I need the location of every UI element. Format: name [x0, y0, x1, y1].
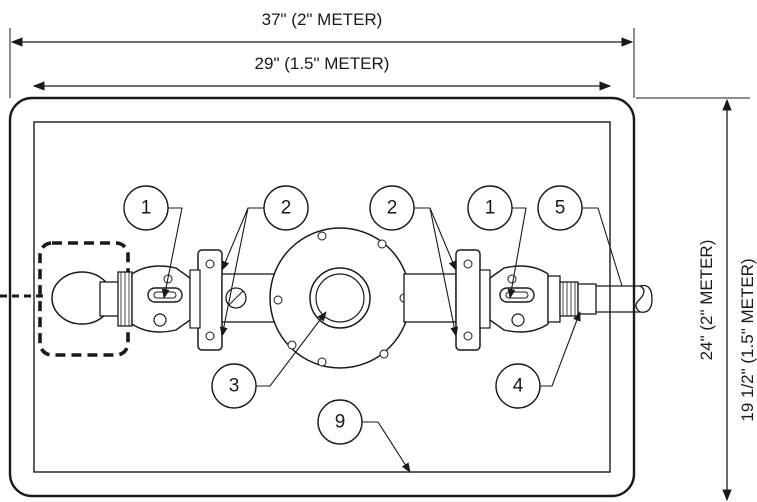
height-dimension-24: 24" (2" METER) 19 1/2" (1.5" METER): [636, 97, 757, 502]
callout-4: 4: [495, 363, 541, 409]
right-flange: [455, 249, 491, 351]
inner-height-label: 19 1/2" (1.5" METER): [738, 258, 757, 421]
pipe-assembly: [117, 227, 653, 369]
outlet-pipe: [596, 284, 653, 313]
right-valve: [489, 265, 549, 333]
left-flange: [189, 249, 223, 351]
callout-9-number: 9: [335, 412, 346, 433]
inlet-connection: [0, 241, 130, 357]
vault-inner-floor: [33, 121, 611, 473]
left-valve: [131, 265, 191, 333]
width-dimension-37: 37" (2" METER): [9, 10, 635, 98]
callout-2-right: 2: [369, 185, 415, 231]
callout-2-left: 2: [263, 185, 309, 231]
callout-1-right-number: 1: [485, 198, 496, 219]
callout-2-left-number: 2: [281, 198, 292, 219]
callout-5: 5: [537, 185, 583, 231]
vault-outer-wall: [8, 96, 636, 498]
leader-lines: [161, 207, 623, 473]
width-dimension-29: 29" (1.5" METER): [32, 54, 612, 91]
callout-1-left-number: 1: [141, 198, 152, 219]
callout-1-right: 1: [467, 185, 513, 231]
overall-width-label: 37" (2" METER): [262, 10, 383, 29]
callout-4-number: 4: [513, 376, 524, 397]
overall-height-label: 24" (2" METER): [697, 240, 716, 361]
meter-body: [269, 227, 411, 369]
callout-9: 9: [317, 399, 363, 445]
callout-1-left: 1: [123, 185, 169, 231]
callout-3: 3: [211, 363, 257, 409]
callout-5-number: 5: [555, 198, 566, 219]
callout-2-right-number: 2: [387, 198, 398, 219]
callout-3-number: 3: [229, 376, 240, 397]
inner-width-label: 29" (1.5" METER): [255, 54, 390, 73]
